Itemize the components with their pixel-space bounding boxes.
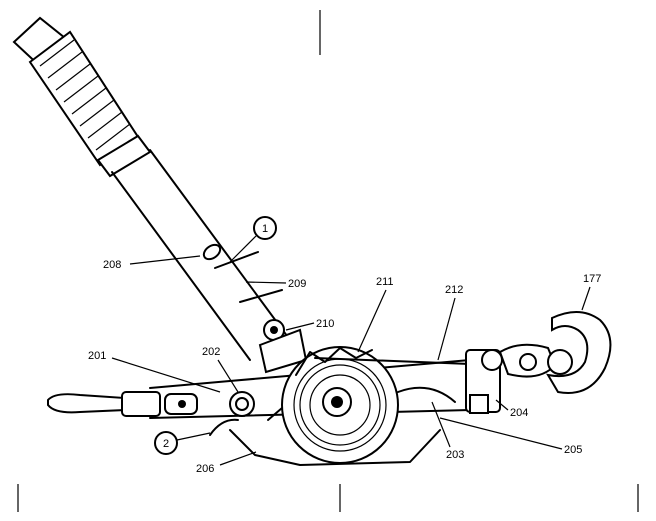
reference-numerals: 208 209 210 211 212 177 201 202 204 203 …	[88, 255, 601, 475]
grip-texture	[39, 39, 131, 151]
callout-circle-2: 2	[154, 431, 211, 455]
label-210: 210	[316, 318, 334, 330]
label-202: 202	[202, 346, 220, 358]
registration-marks	[17, 10, 639, 512]
label-205: 205	[564, 444, 582, 456]
svg-text:2: 2	[163, 438, 169, 450]
hook-block	[465, 343, 557, 414]
handle-lever	[12, 16, 308, 374]
label-211: 211	[376, 276, 394, 288]
svg-text:1: 1	[262, 223, 268, 235]
rear-hook	[47, 391, 198, 417]
label-201: 201	[88, 350, 106, 362]
front-hook	[546, 311, 612, 394]
cable-drum	[281, 346, 399, 464]
label-208: 208	[103, 259, 121, 271]
callout-circle-1: 1	[229, 216, 277, 263]
label-204: 204	[510, 407, 528, 419]
cable	[314, 357, 471, 365]
label-209: 209	[288, 278, 306, 290]
label-212: 212	[445, 284, 463, 296]
label-203: 203	[446, 449, 464, 461]
label-177: 177	[583, 273, 601, 285]
label-206: 206	[196, 463, 214, 475]
